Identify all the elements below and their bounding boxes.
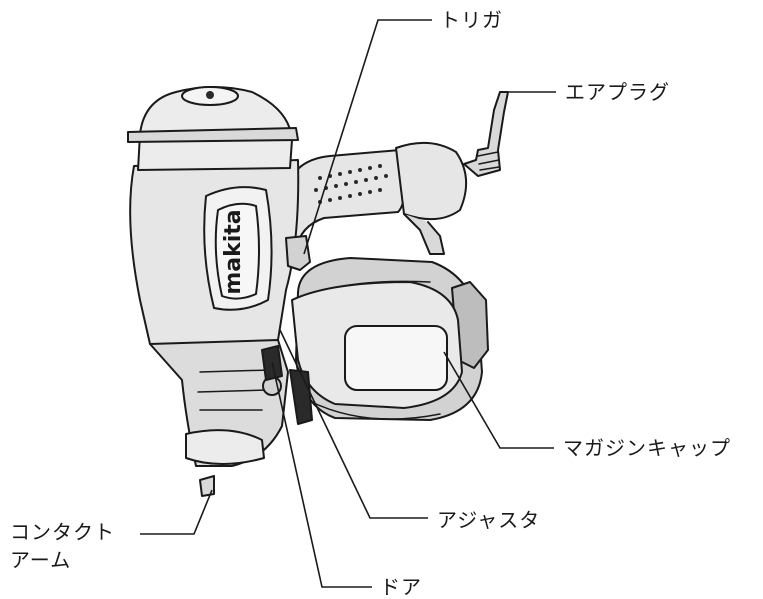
label-trigger: トリガ [440, 8, 503, 32]
label-door: ドア [380, 575, 422, 599]
leader-adjuster [279, 329, 428, 519]
label-magazine-cap: マガジンキャップ [563, 436, 731, 460]
makita-logo: makita [221, 209, 246, 294]
leader-contact-arm [140, 489, 213, 535]
nose-body [149, 339, 289, 467]
leader-door [271, 361, 372, 588]
top-cap-rim [127, 127, 299, 143]
label-contact-arm: コンタクト アーム [10, 518, 115, 574]
label-air-plug: エアプラグ [565, 80, 670, 104]
handle [285, 149, 406, 251]
nose-detail-rib [197, 369, 271, 411]
label-contact-arm-line1: コンタクト [10, 520, 115, 544]
nose-side-detail [289, 369, 313, 425]
trigger [285, 235, 311, 271]
leader-magazine-cap [443, 351, 554, 449]
magazine-window [344, 325, 448, 391]
air-plug-threads [477, 151, 500, 171]
handle-rear-cap [395, 141, 467, 221]
leader-trigger [303, 19, 432, 255]
air-plug [463, 91, 509, 177]
top-cap-screw [206, 91, 214, 99]
label-contact-arm-line2: アーム [10, 548, 72, 572]
svg-text:makita: makita [221, 209, 246, 294]
contact-arm [185, 429, 265, 465]
rear-bracket [403, 213, 445, 255]
label-adjuster: アジャスタ [437, 508, 541, 532]
logo-plate-inner [214, 202, 260, 300]
contact-arm-tip [199, 475, 215, 497]
